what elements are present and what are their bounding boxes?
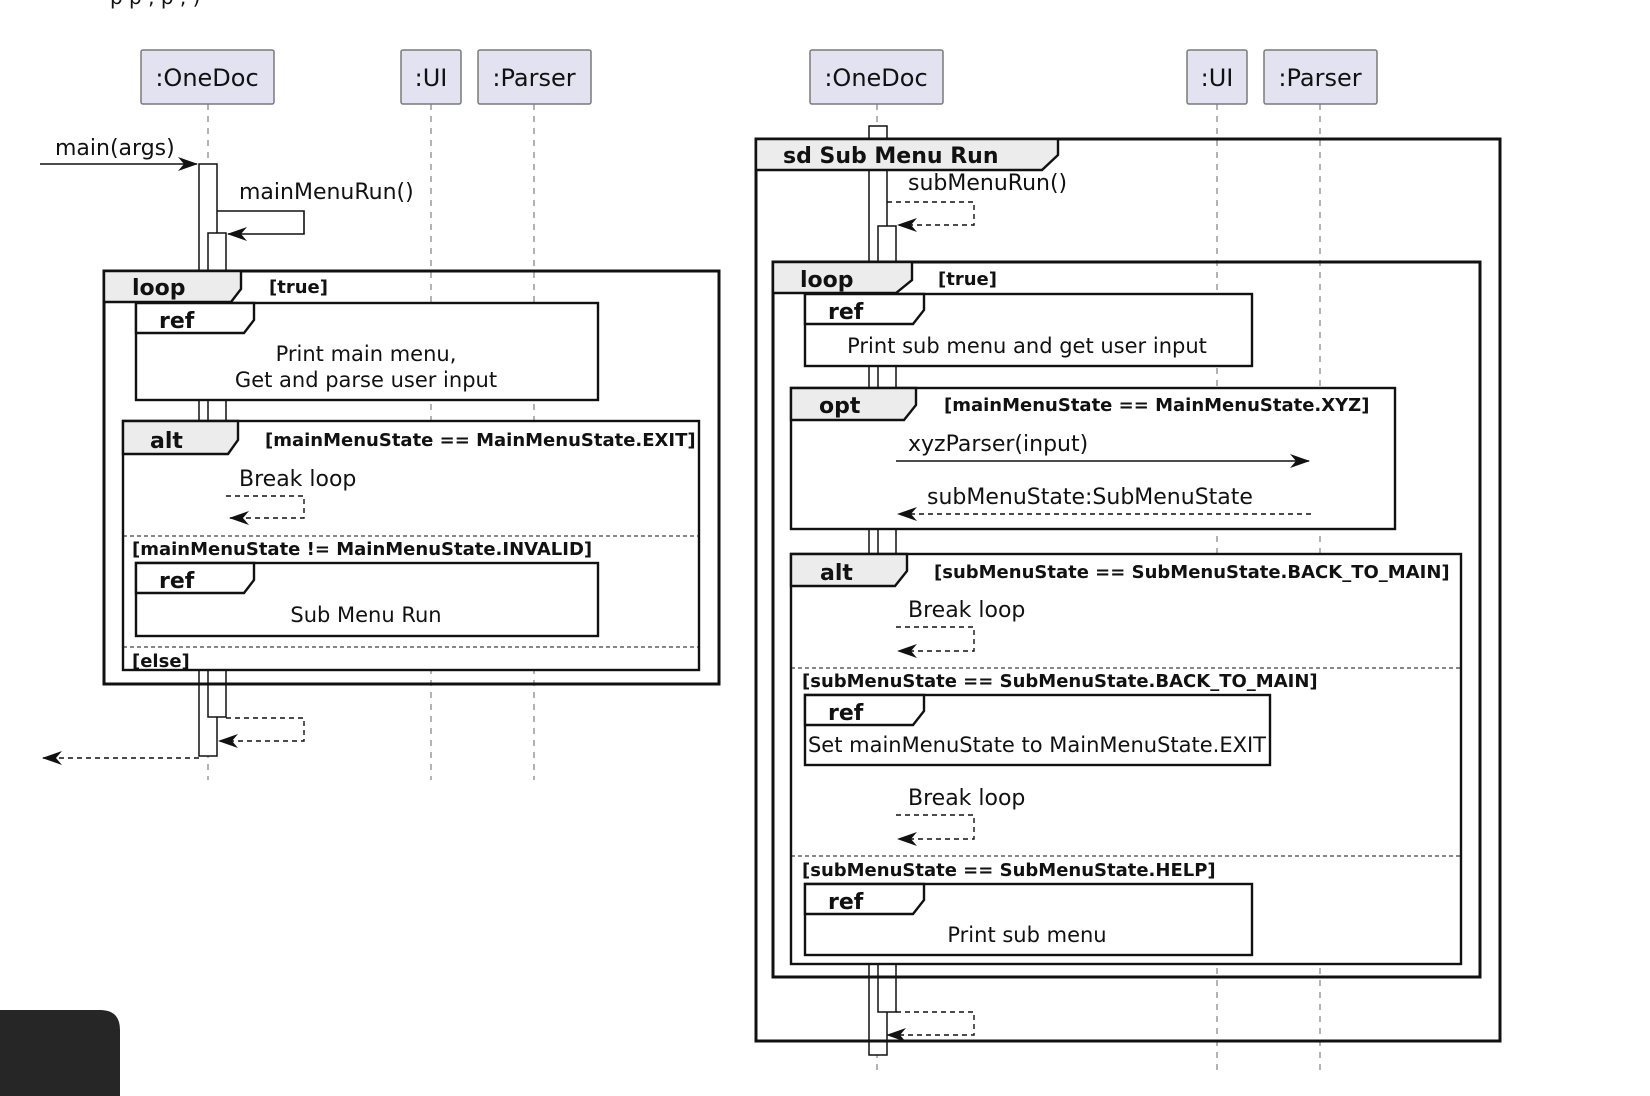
loop-keyword: loop: [132, 276, 186, 301]
ref-main-menu-tab: [134, 301, 256, 335]
alt-guard-back-2: [subMenuState == SubMenuState.BACK_TO_MA…: [802, 671, 1318, 692]
main-menu-run-arrow: [217, 210, 305, 241]
left-sequence-diagram: :OneDoc :UI :Parser main(args) mainMenuR…: [40, 49, 721, 780]
break-loop-arrow-2: [896, 814, 975, 846]
break-loop-label: Break loop: [239, 467, 356, 492]
main-menu-run-label: mainMenuRun(): [239, 180, 414, 205]
loop-tab-2: [771, 260, 914, 295]
dark-overlay-tab[interactable]: [0, 1010, 120, 1096]
svg-text::OneDoc: :OneDoc: [155, 64, 258, 92]
ref-sub-menu-input-text: Print sub menu and get user input: [847, 334, 1207, 358]
participant-onedoc-2: :OneDoc: [809, 49, 944, 105]
alt-guard-help: [subMenuState == SubMenuState.HELP]: [802, 860, 1216, 881]
ref-main-menu-line1: Print main menu,: [276, 342, 457, 366]
break-loop-label-2: Break loop: [908, 786, 1025, 811]
participant-ui: :UI: [400, 49, 462, 105]
ref-sub-menu-run-keyword: ref: [159, 569, 195, 594]
loop-frame-2: [771, 260, 1482, 979]
xyz-parser-label: xyzParser(input): [908, 432, 1088, 457]
ref-set-main-menu-state-tab: [803, 693, 926, 727]
participant-onedoc: :OneDoc: [140, 49, 275, 105]
opt-tab: [789, 386, 918, 422]
svg-text::OneDoc: :OneDoc: [824, 64, 927, 92]
svg-text::UI: :UI: [415, 64, 448, 92]
sd-title: sd Sub Menu Run: [783, 144, 998, 169]
ref-print-sub-menu-text: Print sub menu: [947, 923, 1106, 947]
sd-frame: [754, 137, 1502, 1043]
svg-text::Parser: :Parser: [492, 64, 575, 92]
sd-tab: [754, 137, 1060, 172]
break-loop-label-1: Break loop: [908, 598, 1025, 623]
ref-sub-menu-input-keyword: ref: [828, 300, 864, 325]
sub-menu-run-return: [886, 1011, 975, 1042]
break-loop-arrow: [226, 495, 305, 525]
alt-guard-invalid: [mainMenuState != MainMenuState.INVALID]: [132, 539, 592, 560]
ref-sub-menu-run-text: Sub Menu Run: [290, 603, 441, 627]
alt-tab-2: [789, 552, 909, 588]
opt-keyword: opt: [819, 394, 861, 419]
alt-keyword-2: alt: [820, 561, 853, 586]
ref-main-menu-line2: Get and parse user input: [235, 368, 497, 392]
ref-print-sub-menu-tab: [803, 882, 926, 916]
loop-guard-2: [true]: [938, 269, 997, 290]
break-loop-arrow-1: [896, 626, 975, 658]
ref-main-menu: [134, 301, 600, 402]
ref-set-main-menu-state-text: Set mainMenuState to MainMenuState.EXIT: [808, 733, 1266, 757]
main-menu-run-return: [218, 717, 305, 748]
alt-keyword: alt: [150, 429, 183, 454]
ref-sub-menu-run-tab: [134, 561, 256, 595]
ref-main-menu-keyword: ref: [159, 309, 195, 334]
right-sequence-diagram: :OneDoc :UI :Parser sd Sub Menu Run subM…: [754, 49, 1502, 1072]
opt-guard: [mainMenuState == MainMenuState.XYZ]: [944, 395, 1369, 416]
participant-parser-2: :Parser: [1263, 49, 1378, 105]
alt-guard-exit: [mainMenuState == MainMenuState.EXIT]: [265, 430, 696, 451]
alt-tab: [121, 419, 240, 456]
ref-sub-menu-input-tab: [803, 292, 926, 326]
ref-print-sub-menu-keyword: ref: [828, 890, 864, 915]
sub-menu-run-arrow: [887, 201, 975, 232]
sub-menu-state-label: subMenuState:SubMenuState: [927, 485, 1253, 510]
participant-parser: :Parser: [477, 49, 592, 105]
participant-ui-2: :UI: [1186, 49, 1248, 105]
svg-text::UI: :UI: [1201, 64, 1234, 92]
loop-frame: [102, 269, 721, 686]
loop-guard: [true]: [269, 277, 328, 298]
ref-set-main-menu-state-keyword: ref: [828, 701, 864, 726]
sub-menu-run-label: subMenuRun(): [908, 171, 1067, 196]
alt-guard-else: [else]: [132, 651, 190, 672]
top-caption: p p , p , ): [110, 0, 200, 9]
loop-tab: [102, 269, 243, 304]
loop-keyword-2: loop: [800, 268, 854, 293]
alt-guard-back-1: [subMenuState == SubMenuState.BACK_TO_MA…: [934, 562, 1450, 583]
main-args-label: main(args): [55, 136, 175, 161]
svg-text::Parser: :Parser: [1278, 64, 1361, 92]
